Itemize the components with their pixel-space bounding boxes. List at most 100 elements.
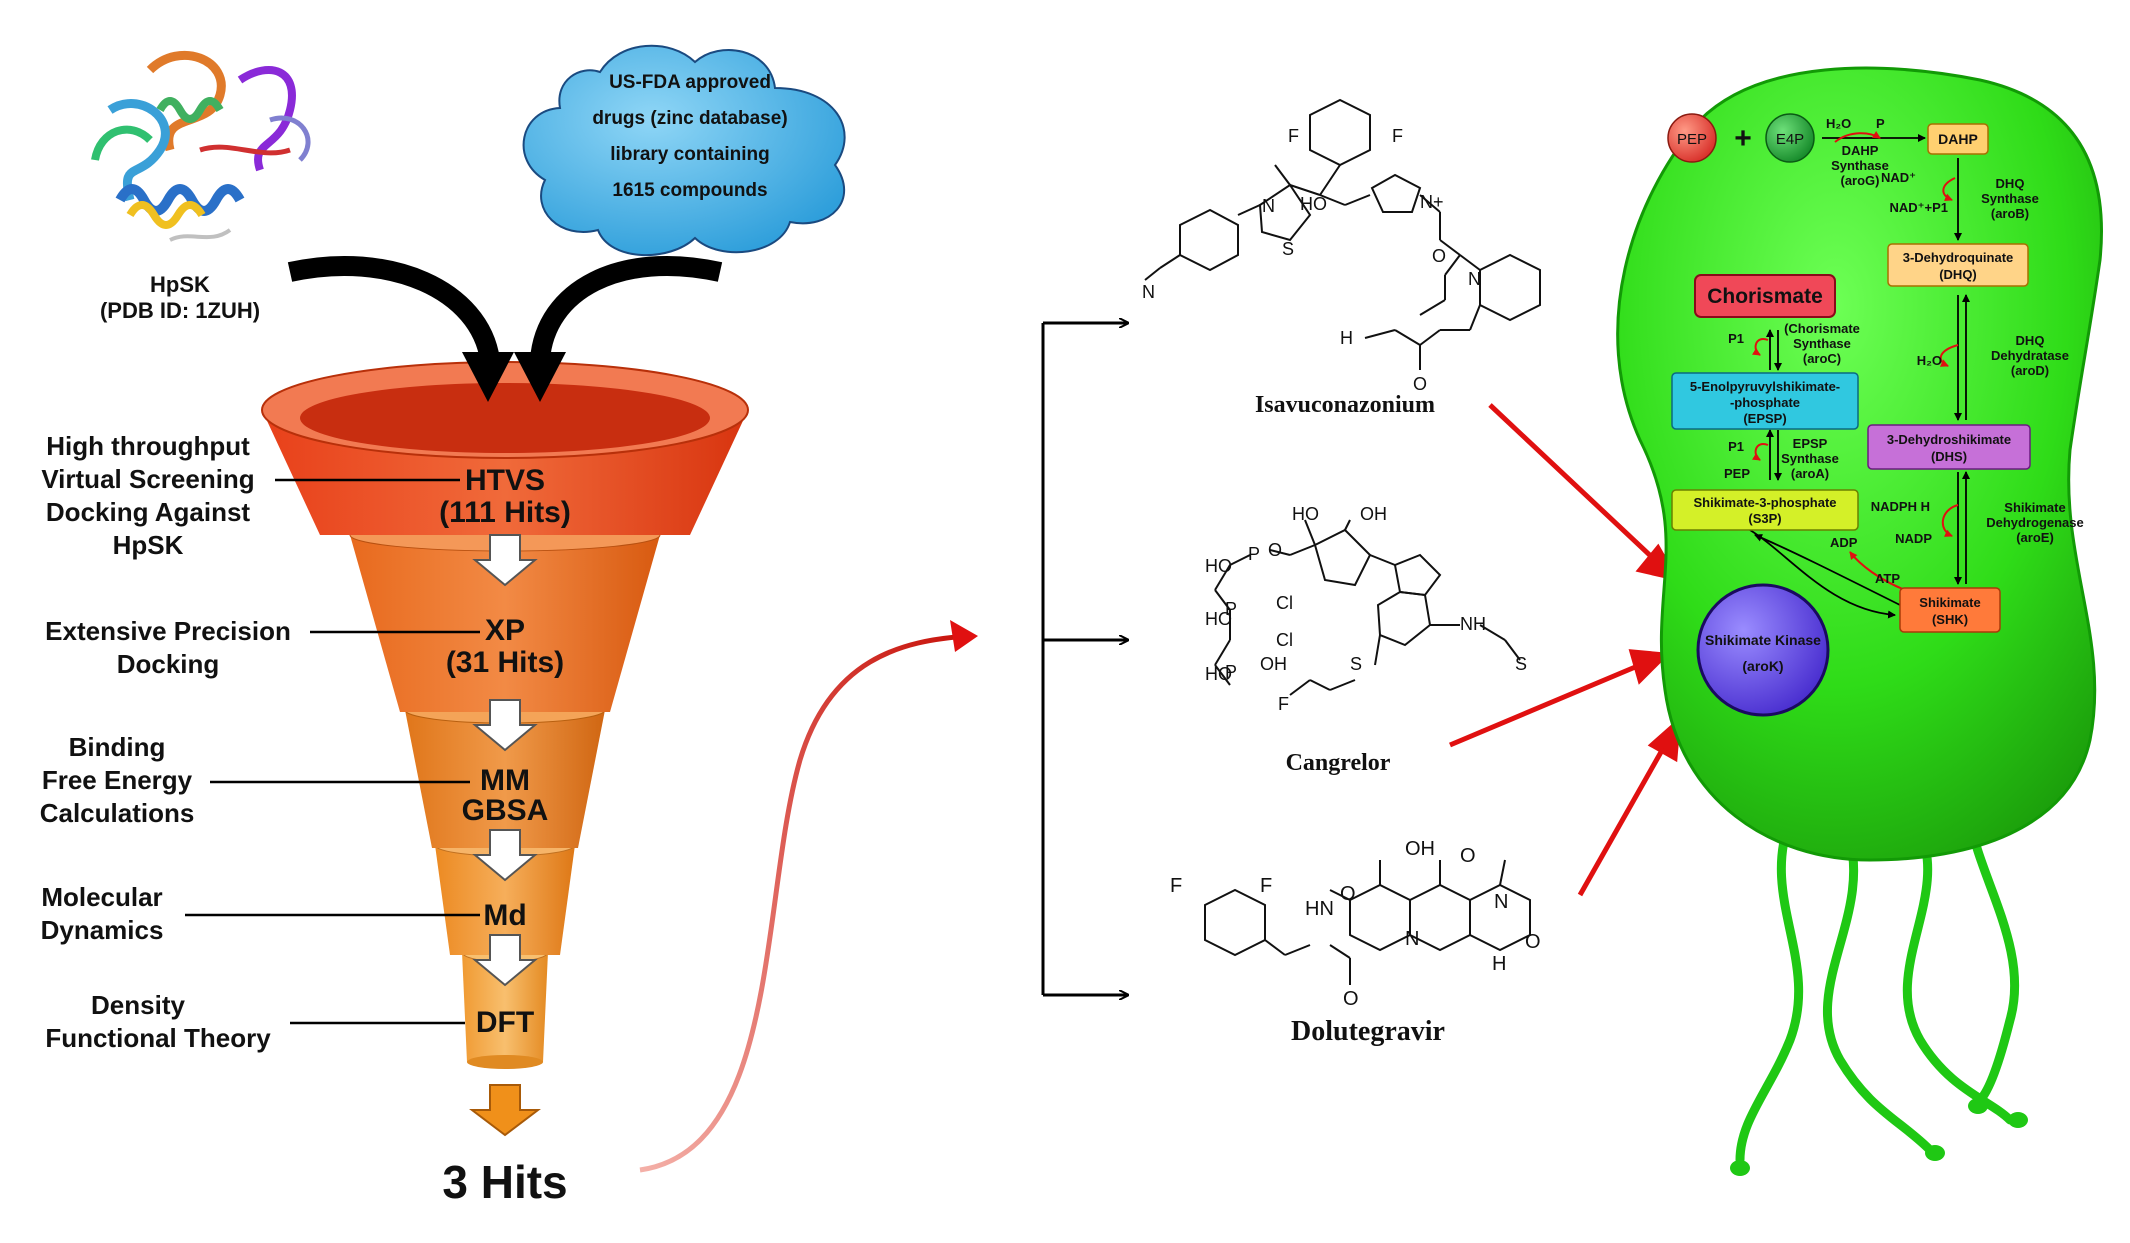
compound-name-isavuconazonium: Isavuconazonium (1255, 392, 1435, 418)
nadp-label: NADP (1895, 531, 1932, 546)
dhq-dehydratase-line-2: Dehydratase (1991, 348, 2069, 363)
atom-n-4: N (1405, 928, 1419, 950)
shk-dh-line-1: Shikimate (2004, 500, 2065, 515)
dhq-dehydratase-line-1: DHQ (2016, 333, 2045, 348)
htvs-desc-line-2: Virtual Screening (41, 464, 254, 494)
atom-ho-4: HO (1205, 609, 1232, 629)
cloud-line-3: library containing (610, 144, 769, 165)
shk-box: Shikimate (SHK) (1899, 587, 2001, 633)
chorismate-label: Chorismate (1707, 285, 1823, 308)
dft-desc-line-1: Density (91, 990, 185, 1020)
htvs-desc-line-4: HpSK (113, 530, 184, 560)
atom-p-2: P (1225, 599, 1237, 619)
atom-s-3: S (1515, 654, 1527, 674)
atom-f-3: F (1278, 694, 1289, 714)
chorismate-box: Chorismate (1694, 274, 1836, 318)
chor-enzyme-line-1: (Chorismate (1784, 321, 1860, 336)
htvs-desc-line-3: Docking Against (46, 497, 251, 527)
atom-f-5: F (1260, 875, 1272, 897)
cofactor-arrows (1751, 130, 1959, 591)
htvs-desc-line-1: High throughput (46, 431, 250, 461)
plus-sign: + (1734, 122, 1752, 155)
epsp-label-line-3: (EPSP) (1743, 411, 1786, 426)
protein-structure-image (91, 50, 311, 242)
atom-f-2: F (1392, 126, 1403, 146)
xp-desc-line-2: Docking (117, 649, 220, 679)
atom-h-2: H (1492, 953, 1506, 975)
dhs-box: 3-Dehydroshikimate (DHS) (1867, 424, 2031, 470)
compound-bracket (1041, 323, 1128, 995)
dhs-label-line-1: 3-Dehydroshikimate (1887, 432, 2011, 447)
s3p-box: Shikimate-3-phosphate (S3P) (1671, 489, 1859, 531)
funnel-stage-htvs (261, 361, 749, 535)
atom-o-1: O (1432, 246, 1446, 266)
atom-p-3: P (1225, 662, 1237, 682)
shk-dh-line-3: (aroE) (2016, 530, 2054, 545)
dahp-box: DAHP (1927, 123, 1989, 155)
atom-ho-2: HO (1292, 504, 1319, 524)
cangrelor-structure (1214, 519, 1521, 696)
pep-label: PEP (1677, 131, 1707, 148)
atom-o-4: O (1340, 883, 1356, 905)
atom-h-1: H (1340, 328, 1353, 348)
atom-f-4: F (1170, 875, 1182, 897)
protein-name: HpSK (150, 272, 210, 297)
dahp-enzyme-line-1: DAHP (1842, 143, 1879, 158)
dhq-label-line-1: 3-Dehydroquinate (1903, 250, 2014, 265)
protein-pdb-id: (PDB ID: 1ZUH) (100, 298, 260, 323)
atom-oh-1: OH (1360, 504, 1387, 524)
md-stage-label: Md (483, 899, 526, 932)
mmgbsa-desc-line-1: Binding (69, 732, 166, 762)
dhq-enzyme-line-3: (aroB) (1991, 206, 2029, 221)
h2o-label-2: H₂O (1917, 353, 1942, 368)
atom-o-2: O (1413, 374, 1427, 394)
dolutegravir-atoms: F F HN OH O O O N N O H (1170, 838, 1541, 1010)
isavuconazonium-atoms: F F S N N HO N+ O N O H (1142, 126, 1481, 394)
shk-label-line-1: Shikimate (1919, 595, 1980, 610)
atom-s-2: S (1350, 654, 1362, 674)
atom-n-2: N (1142, 282, 1155, 302)
dhq-dehydratase-line-3: (aroD) (2011, 363, 2049, 378)
kinase-label-line-2: (aroK) (1742, 658, 1783, 674)
result-hits: 3 Hits (442, 1156, 567, 1208)
input-arrows (287, 255, 723, 402)
drug-library-cloud (522, 44, 846, 256)
cloud-line-2: drugs (zinc database) (592, 108, 787, 129)
compound-name-dolutegravir: Dolutegravir (1291, 1016, 1445, 1047)
htvs-stage-line-1: HTVS (465, 464, 545, 497)
epsp-enzyme-line-1: EPSP (1793, 436, 1828, 451)
dhq-box: 3-Dehydroquinate (DHQ) (1887, 243, 2029, 287)
shk-dh-line-2: Dehydrogenase (1986, 515, 2084, 530)
md-desc-line-1: Molecular (41, 882, 162, 912)
epsp-label-line-1: 5-Enolpyruvylshikimate- (1690, 379, 1840, 394)
atom-ho-3: HO (1205, 556, 1232, 576)
isavuconazonium-structure (1144, 98, 1541, 370)
chor-enzyme-line-3: (aroC) (1803, 351, 1841, 366)
flagella-tips (1730, 1098, 2028, 1176)
stage-down-arrows (472, 534, 538, 987)
atom-nh-1: NH (1460, 614, 1486, 634)
mmgbsa-desc-line-2: Free Energy (42, 765, 193, 795)
dahp-label: DAHP (1938, 131, 1978, 147)
left-connectors (185, 478, 480, 1025)
epsp-enzyme-line-3: (aroA) (1791, 466, 1829, 481)
epsp-box: 5-Enolpyruvylshikimate- -phosphate (EPSP… (1671, 372, 1859, 430)
dhq-label-line-2: (DHQ) (1939, 267, 1977, 282)
hits-to-compounds-arrow (639, 620, 978, 1173)
nad-label: NAD⁺ (1881, 170, 1916, 185)
dft-desc-line-2: Functional Theory (45, 1023, 271, 1053)
md-desc-line-2: Dynamics (41, 915, 164, 945)
p1-label-b: P1 (1728, 331, 1744, 346)
nadph-label: NADPH H (1871, 499, 1930, 514)
p-label: P (1876, 116, 1885, 131)
shk-label-line-2: (SHK) (1932, 612, 1968, 627)
atom-o-7: O (1525, 931, 1541, 953)
adp-label: ADP (1830, 535, 1858, 550)
xp-stage-line-2: (31 Hits) (446, 646, 564, 679)
atom-cl-2: Cl (1276, 630, 1293, 650)
atom-oh-3: OH (1405, 838, 1435, 860)
kinase-label-line-1: Shikimate Kinase (1705, 632, 1821, 648)
mmgbsa-stage-line-1: MM (480, 764, 530, 797)
atp-label: ATP (1875, 571, 1900, 586)
